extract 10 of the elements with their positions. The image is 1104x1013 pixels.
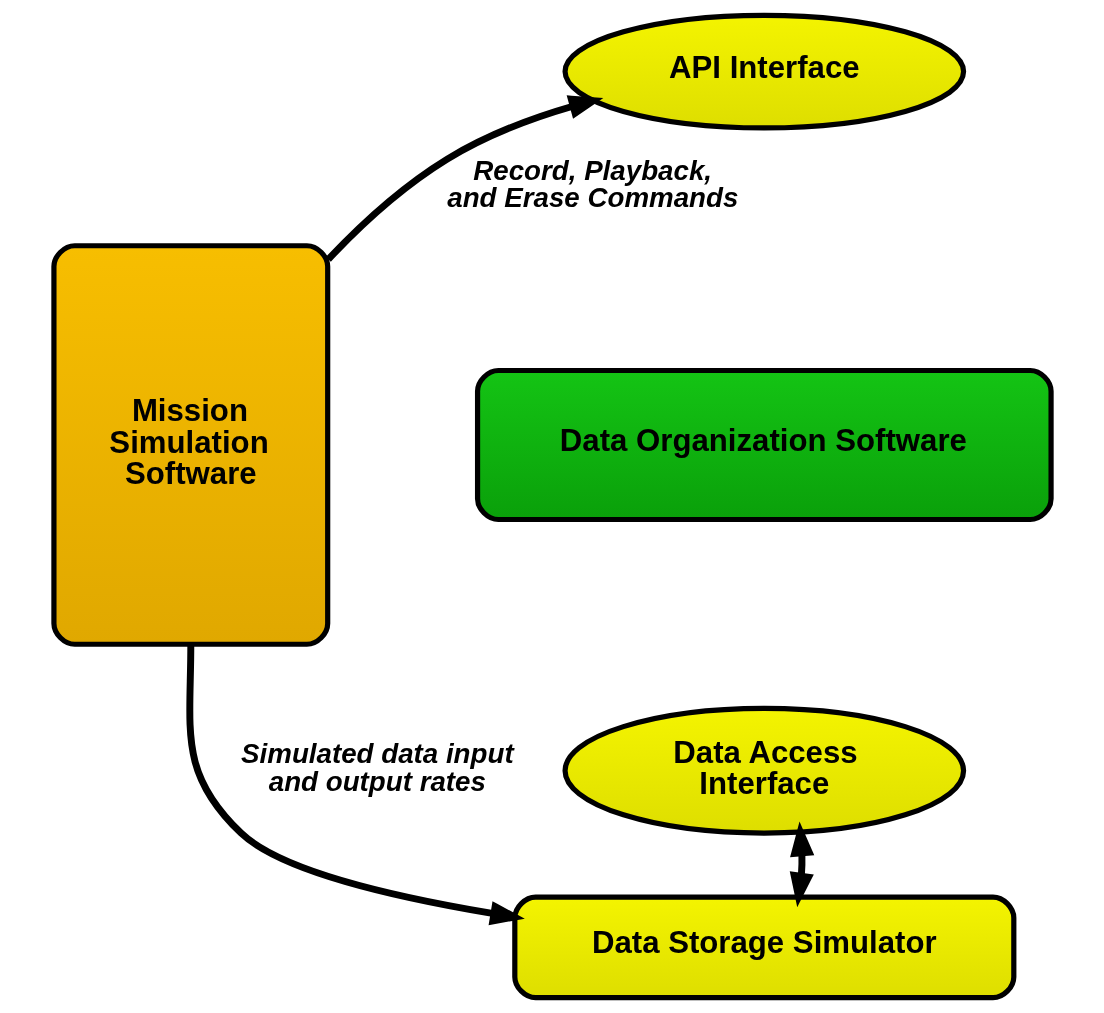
node-box: Data Storage Simulator [511,894,1016,1001]
edge-label: Simulated data input and output rates [240,738,514,798]
edge-label: Record, Playback, and Erase Commands [446,154,738,214]
arrow [185,644,525,926]
node-box: Mission Simulation Software [50,243,330,647]
node-ellipse: API Interface [561,12,966,131]
node-box: Data Organization Software [474,367,1054,523]
arrow [789,821,814,908]
node-ellipse: Data Access Interface [561,705,966,836]
arrow [325,95,603,262]
